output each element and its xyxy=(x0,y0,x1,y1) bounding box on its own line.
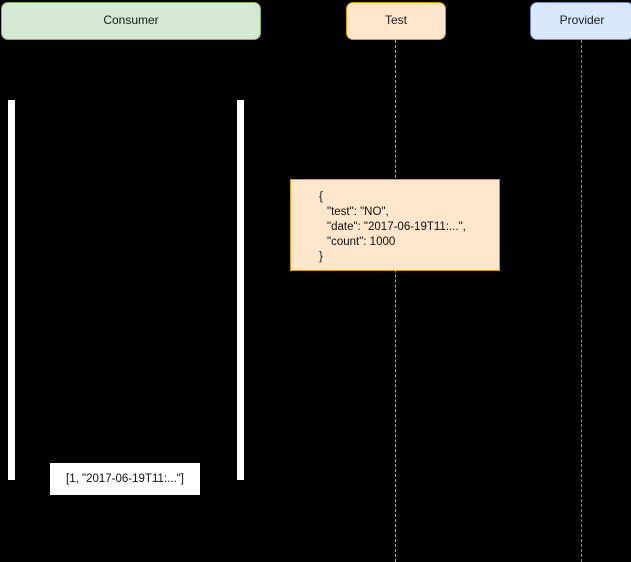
participant-test-label: Test xyxy=(384,13,407,28)
json-line-close: } xyxy=(319,251,323,263)
activation-bar-right[interactable] xyxy=(237,100,244,480)
json-line-date: "date": "2017-06-19T11:...", xyxy=(327,221,466,233)
json-line-open: { xyxy=(319,191,323,203)
note-result[interactable]: [1, "2017-06-19T11:..."] xyxy=(50,463,200,495)
activation-bar-left[interactable] xyxy=(8,100,15,480)
lifeline-test xyxy=(395,40,396,562)
lifeline-provider xyxy=(581,40,582,562)
participant-test[interactable]: Test xyxy=(346,2,446,40)
json-line-test: "test": "NO", xyxy=(327,206,389,218)
note-result-text: [1, "2017-06-19T11:..."] xyxy=(66,473,184,485)
participant-provider-label: Provider xyxy=(559,13,605,28)
note-json-payload[interactable]: { "test": "NO", "date": "2017-06-19T11:.… xyxy=(290,179,500,271)
participant-consumer-label: Consumer xyxy=(103,13,159,28)
participant-provider[interactable]: Provider xyxy=(530,2,631,40)
participant-consumer[interactable]: Consumer xyxy=(1,2,261,40)
json-line-count: "count": 1000 xyxy=(327,236,396,248)
